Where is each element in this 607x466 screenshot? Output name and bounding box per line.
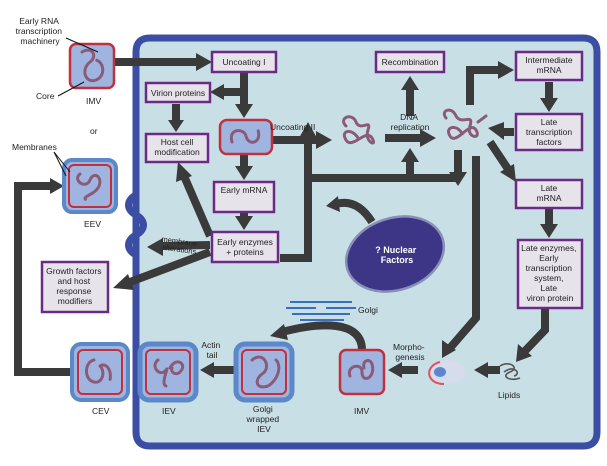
svg-text:Late enzymes, Early: Late enzymes, Early transcription system… xyxy=(521,243,579,303)
dna-tangle-1 xyxy=(342,115,375,145)
imv-virion-inside xyxy=(338,348,386,396)
box-uncoating-1: Uncoating I xyxy=(210,50,278,74)
lipids-icon xyxy=(499,363,521,381)
arrows xyxy=(14,53,558,378)
nuclear-factors-label: ? Nuclear Factors xyxy=(375,245,419,265)
box-late-enzymes: Late enzymes, Early transcription system… xyxy=(516,238,584,310)
box-early-mrna: Early mRNA xyxy=(212,180,276,214)
imv-outside-label: IMV xyxy=(86,96,101,106)
golgi-label: Golgi xyxy=(358,305,378,315)
dna-replication-label: DNA replication xyxy=(391,112,430,132)
cev-label: CEV xyxy=(92,406,110,416)
eev-label: EEV xyxy=(84,219,101,229)
iev-label: IEV xyxy=(162,406,176,416)
svg-text:Virion proteins: Virion proteins xyxy=(151,88,205,98)
early-rna-label: Early RNA transcription machinery xyxy=(16,16,65,46)
golgi-wrapped-iev-label: Golgi wrapped IEV xyxy=(246,404,282,434)
membranes-pointer-1 xyxy=(53,151,67,177)
imv-virion-outside xyxy=(68,42,116,90)
svg-text:Recombination: Recombination xyxy=(382,57,439,67)
box-virion-proteins: Virion proteins xyxy=(144,81,212,104)
uncoating-2-label: Uncoating II xyxy=(270,122,315,132)
early-rna-pointer xyxy=(65,37,99,53)
core-virion xyxy=(218,118,274,156)
iev-virion xyxy=(137,341,199,403)
golgi-icon xyxy=(286,301,356,321)
actin-tail-label: Actin tail xyxy=(201,340,222,360)
lipids-label: Lipids xyxy=(498,390,520,400)
core-label: Core xyxy=(36,91,55,101)
membranes-pointer-2 xyxy=(53,151,71,173)
membranes-label: Membranes xyxy=(12,142,57,152)
or-label: or xyxy=(90,126,98,136)
nucleus xyxy=(344,215,446,293)
svg-text:Early mRNA: Early mRNA xyxy=(221,185,268,195)
golgi-wrapped-iev-virion xyxy=(233,341,295,403)
imv-inside-label: IMV xyxy=(354,406,369,416)
svg-text:Uncoating I: Uncoating I xyxy=(223,57,266,67)
box-early-enzymes: Early enzymes+ proteins xyxy=(210,230,280,264)
box-recombination: Recombination xyxy=(374,50,446,74)
eev-virion xyxy=(62,158,118,214)
morphogenesis-label: Morpho- genesis xyxy=(393,342,427,362)
core-pointer xyxy=(57,81,85,97)
svg-text:Growth factors and host: Growth factors and host response modifie… xyxy=(46,266,104,306)
svg-text:Early enzymes+ proteins: Early enzymes+ proteins xyxy=(217,237,273,257)
dna-tangle-2 xyxy=(442,108,488,140)
box-growth-factors: Growth factors and host response modifie… xyxy=(40,260,110,314)
cev-virion xyxy=(70,342,130,402)
morphogenesis-crescent xyxy=(428,360,465,385)
